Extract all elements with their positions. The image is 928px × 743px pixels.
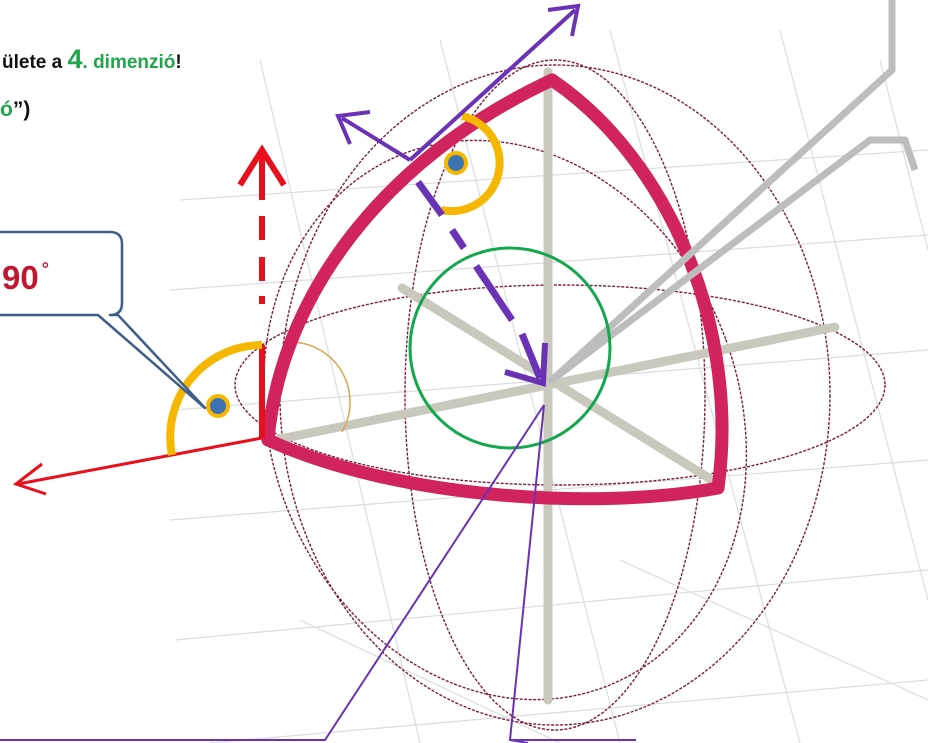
heading-line2-green: ó [0,98,13,121]
heading-line1-bang: ! [175,52,181,73]
gray-callout-pointer [548,0,919,384]
angle-callout: 90° [0,230,207,410]
green-origin-circle [408,246,612,450]
svg-text:90°: 90° [2,259,49,296]
purple-bottom-callouts [0,404,636,743]
wireframe-sphere [234,59,886,731]
angle-callout-degree: ° [42,259,49,279]
heading-line2-rest: ”) [13,98,31,121]
svg-text:ó”): ó”) [0,98,30,121]
heading-line1-number: 4 [67,44,82,74]
angle-marker-dot-left [206,394,230,418]
angle-callout-value: 90 [2,259,39,296]
thin-angle-arc [289,341,351,433]
heading-line1-dot: . [83,52,88,73]
orange-angle-arc-top [440,112,504,216]
heading-line1-prefix: ülete a [2,52,67,73]
angle-marker-dot-top [444,151,468,175]
heading-line1-word: dimenzió [88,52,176,73]
orange-angle-arc-left [166,341,263,456]
purple-radius-arrow [415,179,548,387]
red-normal-arrow [237,144,287,438]
coordinate-axes [270,67,840,705]
red-tangent-arrow [12,436,263,496]
purple-normal-arrow-out [335,110,412,162]
heading-text: ülete a 4. dimenzió! ó”) [0,44,182,121]
purple-tangent-arrow [408,3,581,162]
svg-text:ülete a 4. dimenzió!: ülete a 4. dimenzió! [2,44,182,74]
